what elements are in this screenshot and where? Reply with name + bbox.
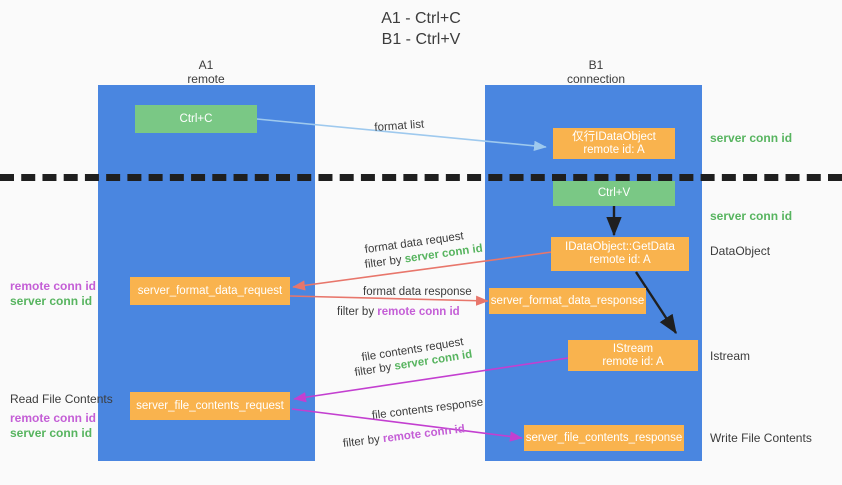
right-label-write-file-contents: Write File Contents bbox=[710, 431, 812, 445]
left-label-server-conn-id-2: server conn id bbox=[10, 426, 93, 440]
column-header-a1: A1 remote bbox=[140, 58, 272, 86]
node-server-file-contents-response-label: server_file_contents_response bbox=[525, 431, 683, 444]
left-label-server-conn-id-1: server conn id bbox=[10, 294, 93, 308]
title-line-1: A1 - Ctrl+C bbox=[381, 10, 461, 27]
node-istream[interactable]: IStream remote id: A bbox=[568, 340, 698, 371]
column-b1-name: B1 bbox=[588, 58, 604, 72]
node-ctrl-v-label: Ctrl+V bbox=[597, 187, 631, 199]
edge-label-format-data-response: format data response bbox=[363, 286, 472, 298]
filter-by-text-4: filter by bbox=[342, 433, 381, 451]
column-b1-sub: connection bbox=[566, 72, 626, 86]
node-idataobject-title: 仅行IDataObject bbox=[572, 130, 656, 143]
node-ctrl-c-label: Ctrl+C bbox=[179, 112, 213, 125]
edge-label-filter-remote-conn-id-2: filter by remote conn id bbox=[342, 422, 466, 452]
left-label-remote-conn-id-1: remote conn id bbox=[10, 279, 97, 293]
node-server-format-data-response[interactable]: server_format_data_response bbox=[489, 288, 646, 314]
right-label-server-conn-id-top: server conn id bbox=[710, 131, 793, 145]
node-getdata-title: IDataObject::GetData bbox=[565, 241, 675, 253]
column-a1-name: A1 bbox=[198, 58, 214, 72]
node-ctrl-c[interactable]: Ctrl+C bbox=[135, 105, 257, 133]
node-idataobject[interactable]: 仅行IDataObject remote id: A bbox=[553, 128, 675, 159]
node-server-format-data-request[interactable]: server_format_data_request bbox=[130, 277, 290, 305]
right-label-istream: Istream bbox=[710, 349, 751, 363]
edge-label-filter-remote-conn-id-1: filter by remote conn id bbox=[337, 305, 460, 320]
left-label-remote-conn-id-2: remote conn id bbox=[10, 411, 97, 425]
node-istream-title: IStream bbox=[612, 342, 654, 355]
node-server-format-data-request-label: server_format_data_request bbox=[137, 284, 283, 297]
column-header-b1: B1 connection bbox=[530, 58, 662, 86]
right-label-server-conn-id-mid: server conn id bbox=[710, 209, 793, 223]
edge-label-format-list: format list bbox=[374, 118, 425, 135]
node-server-file-contents-request[interactable]: server_file_contents_request bbox=[130, 392, 290, 420]
edge-label-file-contents-response: file contents response bbox=[371, 396, 484, 423]
node-server-file-contents-response[interactable]: server_file_contents_response bbox=[524, 425, 684, 451]
filter-remote-conn-id-2: remote conn id bbox=[382, 423, 466, 446]
filter-by-text-1: filter by bbox=[364, 253, 403, 272]
phase-divider bbox=[0, 174, 842, 181]
node-server-file-contents-request-label: server_file_contents_request bbox=[136, 399, 284, 412]
diagram-title: A1 - Ctrl+C B1 - Ctrl+V bbox=[0, 8, 842, 50]
filter-by-text-2: filter by bbox=[337, 306, 375, 318]
right-label-dataobject: DataObject bbox=[710, 244, 771, 258]
node-server-format-data-response-label: server_format_data_response bbox=[490, 294, 645, 307]
node-getdata[interactable]: IDataObject::GetData remote id: A bbox=[551, 237, 689, 271]
node-idataobject-sub: remote id: A bbox=[583, 143, 645, 156]
filter-remote-conn-id-1: remote conn id bbox=[377, 306, 460, 318]
title-line-2: B1 - Ctrl+V bbox=[381, 31, 461, 48]
node-getdata-sub: remote id: A bbox=[589, 254, 651, 266]
left-label-read-file-contents: Read File Contents bbox=[10, 392, 113, 406]
node-istream-sub: remote id: A bbox=[602, 355, 664, 368]
node-ctrl-v[interactable]: Ctrl+V bbox=[553, 181, 675, 206]
filter-by-text-3: filter by bbox=[353, 361, 393, 380]
column-a1-sub: remote bbox=[187, 72, 225, 86]
